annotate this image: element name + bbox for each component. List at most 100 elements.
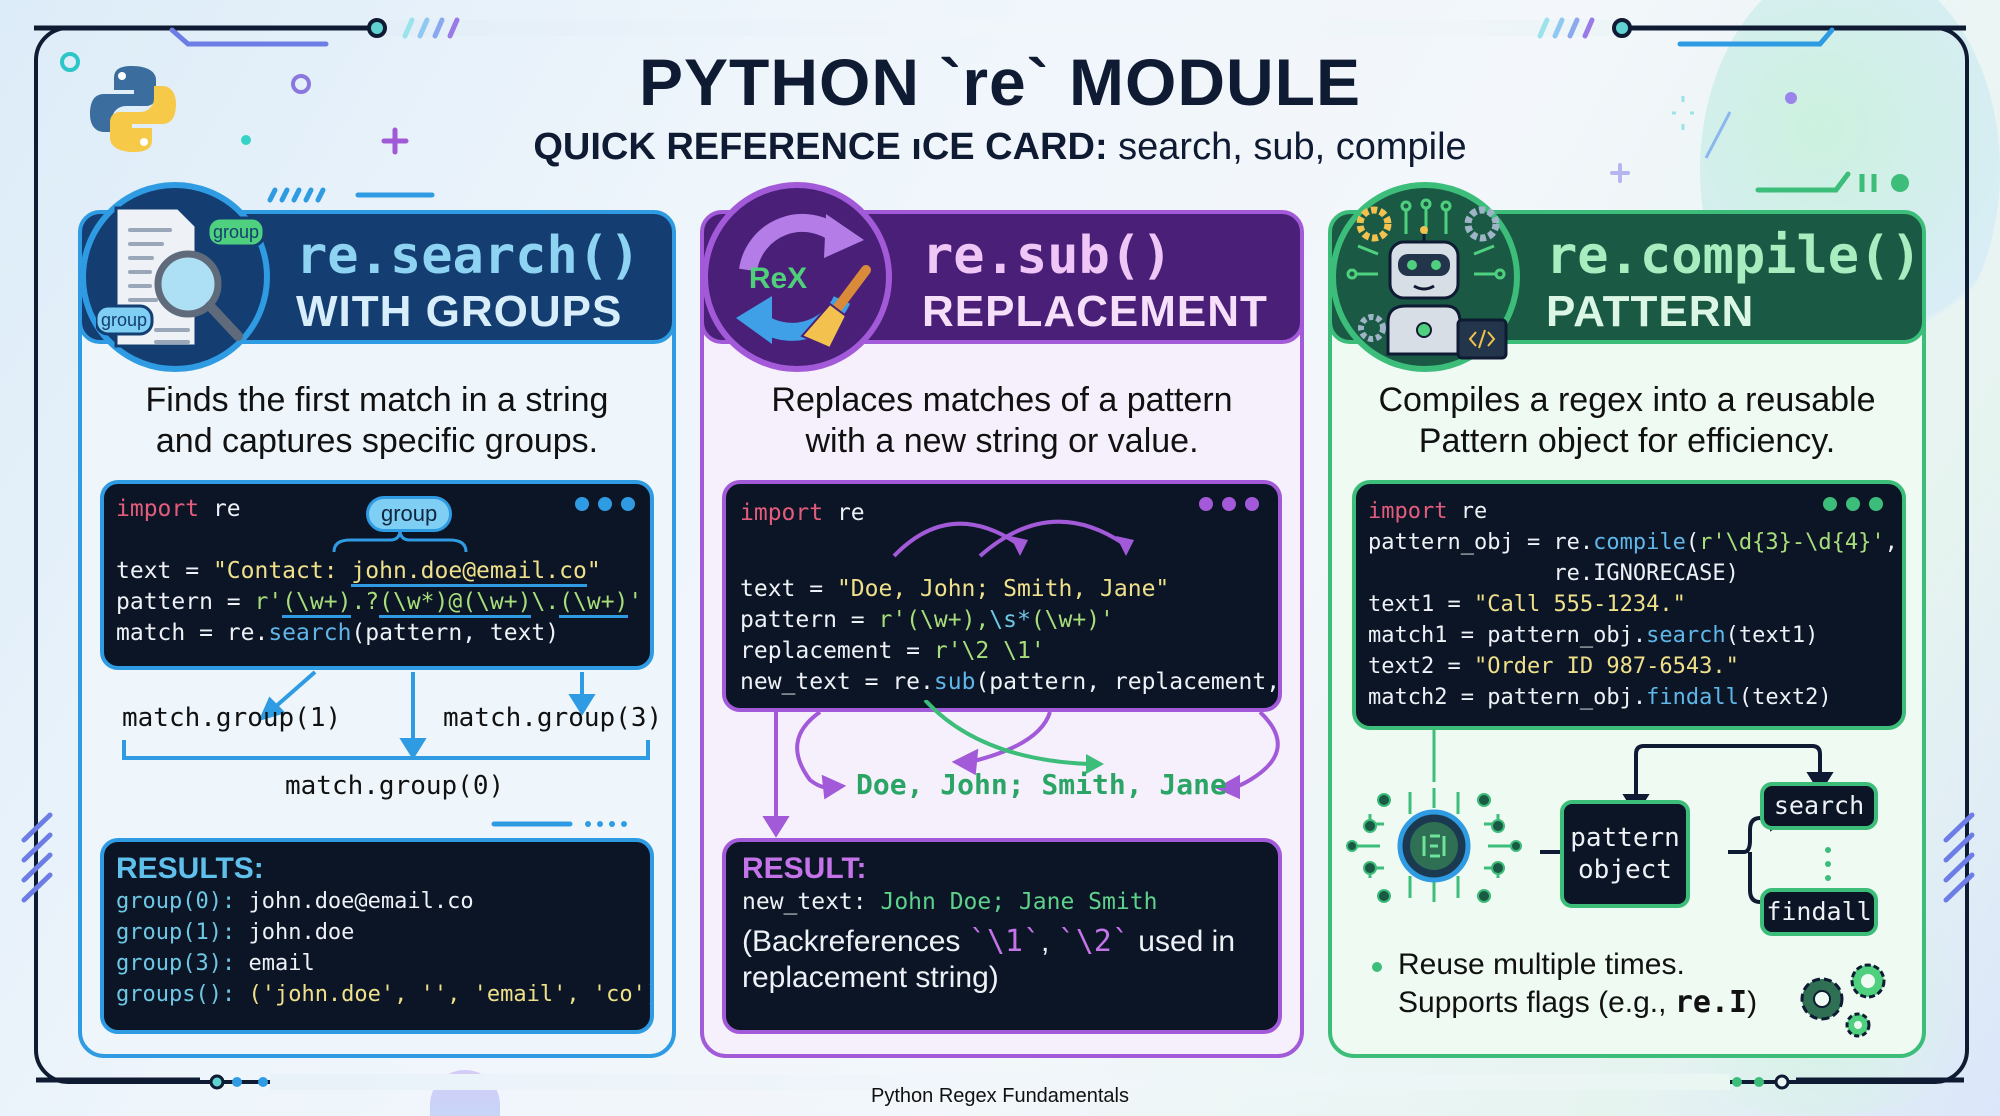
code-keyword: import bbox=[116, 496, 200, 522]
code-line: match2 = pattern_obj.findall(text2) bbox=[1368, 682, 1890, 713]
code-line: new_text = re.sub(pattern, replacement, bbox=[740, 667, 1278, 698]
code-string: "Call 555-1234." bbox=[1473, 592, 1686, 617]
card-sub-subtitle: REPLACEMENT bbox=[922, 287, 1268, 336]
code-text: ( bbox=[1685, 530, 1700, 555]
result-value: john.doe bbox=[235, 920, 355, 945]
python-logo-icon bbox=[90, 66, 176, 152]
result-key: group(1): bbox=[116, 920, 236, 945]
code-line: import re bbox=[1368, 496, 1890, 527]
code-line: import re bbox=[740, 498, 1264, 529]
window-dots bbox=[1814, 496, 1883, 515]
result-value: john.doe@email.co bbox=[235, 889, 474, 914]
swap-arcs-arrows bbox=[892, 519, 1134, 558]
result-row: new_text: John Doe; Jane Smith bbox=[742, 886, 1262, 918]
code-line: match1 = pattern_obj.search(text1) bbox=[1368, 620, 1890, 651]
pattern-object-label: object bbox=[1578, 855, 1672, 885]
result-key: groups(): bbox=[116, 982, 236, 1007]
code-regex: (\w+)' bbox=[1030, 607, 1114, 633]
result-key: group(3): bbox=[116, 951, 236, 976]
card-sub-result: RESULT: new_text: John Doe; Jane Smith (… bbox=[722, 838, 1282, 1034]
match-group-3-label: match.group(3) bbox=[443, 703, 663, 733]
code-regex: r' bbox=[254, 589, 283, 615]
result-value: ('john.doe', '', 'email', 'co') bbox=[235, 982, 654, 1007]
bullet-icon bbox=[1372, 962, 1382, 972]
code-line: pattern = r'(\w+).?(\w*)@(\w+)\.(\w+)' bbox=[116, 587, 642, 618]
icon-group-label: group bbox=[213, 222, 259, 242]
code-line: replacement = r'\2 \1' bbox=[740, 636, 1264, 667]
code-text: re bbox=[1447, 499, 1488, 524]
result-row: groups(): ('john.doe', '', 'email', 'co'… bbox=[116, 979, 650, 1010]
description-line: and captures specific groups. bbox=[155, 422, 599, 460]
gears-icon bbox=[1800, 963, 1886, 1038]
code-line: text2 = "Order ID 987-6543." bbox=[1368, 651, 1890, 682]
compile-note: Reuse multiple times. Supports flags (e.… bbox=[1398, 946, 1757, 1022]
description-line: Pattern object for efficiency. bbox=[1418, 422, 1836, 460]
card-sub-code-block: import re text = "Doe, John; Smith, Jane… bbox=[722, 480, 1282, 712]
code-line: import re bbox=[116, 494, 638, 525]
code-function: search bbox=[268, 620, 352, 646]
code-regex-group-1: (\w+) bbox=[282, 589, 352, 618]
code-text: text1 = bbox=[1368, 592, 1474, 617]
group-brace bbox=[332, 529, 468, 553]
code-string: "Order ID 987-6543." bbox=[1473, 654, 1739, 679]
card-sub-description: Replaces matches of a pattern with a new… bbox=[702, 380, 1302, 462]
code-text: text = bbox=[116, 558, 213, 584]
code-line: text1 = "Call 555-1234." bbox=[1368, 589, 1890, 620]
code-regex: \. bbox=[531, 589, 560, 615]
pattern-object-label: pattern bbox=[1570, 823, 1680, 853]
window-dots bbox=[1190, 496, 1259, 515]
frame-gap bbox=[380, 20, 1620, 36]
magnifier-document-icon: group group bbox=[96, 206, 266, 348]
code-text: match2 = pattern_obj. bbox=[1368, 685, 1647, 710]
code-regex: ' bbox=[1030, 638, 1045, 664]
robot-circuit-icon bbox=[1346, 198, 1508, 360]
card-search-function: re.search() bbox=[296, 226, 641, 286]
card-compile-description: Compiles a regex into a reusable Pattern… bbox=[1330, 380, 1924, 462]
result-value: email bbox=[235, 951, 315, 976]
code-backreference: \2 \1 bbox=[961, 638, 1031, 664]
note-text: replacement string) bbox=[742, 961, 999, 994]
code-text: (pattern, text) bbox=[351, 620, 560, 646]
code-keyword: import bbox=[1368, 499, 1448, 524]
code-text: (text1) bbox=[1725, 623, 1819, 648]
code-function: sub bbox=[933, 669, 976, 695]
code-string-email: john.doe@email.co bbox=[351, 558, 587, 587]
code-function: findall bbox=[1646, 685, 1739, 710]
code-text: , bbox=[1884, 530, 1898, 555]
group-arrows bbox=[122, 670, 650, 760]
result-row: group(3): email bbox=[116, 948, 638, 979]
sub-diagram-text: Doe, John; Smith, Jane bbox=[856, 768, 1227, 801]
note-text: ) bbox=[1747, 986, 1758, 1019]
result-value: John Doe; Jane Smith bbox=[866, 889, 1158, 915]
description-line: Replaces matches of a pattern bbox=[771, 381, 1233, 419]
method-search-box: search bbox=[1760, 782, 1878, 830]
method-findall-box: findall bbox=[1760, 888, 1878, 936]
subtitle-bold: QUICK REFERENCE ıCE CARD: bbox=[533, 126, 1108, 168]
sub-flow-arrows bbox=[762, 700, 1280, 838]
card-search-description: Finds the first match in a string and ca… bbox=[80, 380, 674, 462]
code-text: new_text = re. bbox=[740, 669, 934, 695]
card-compile-subtitle: PATTERN bbox=[1546, 287, 1755, 336]
result-key: group(0): bbox=[116, 889, 236, 914]
code-line: text = "Doe, John; Smith, Jane" bbox=[740, 574, 1264, 605]
code-regex: r' bbox=[933, 638, 962, 664]
note-backref: `\2` bbox=[1057, 924, 1130, 959]
result-key: new_text: bbox=[742, 889, 867, 915]
description-line: Finds the first match in a string bbox=[145, 381, 609, 419]
note-text: used in bbox=[1129, 925, 1236, 958]
rex-label: ReX bbox=[749, 262, 807, 295]
note-line: Reuse multiple times. bbox=[1398, 948, 1685, 981]
code-regex: r'\d{3}-\d{4}' bbox=[1699, 530, 1885, 555]
note-line: Supports flags (e.g., re.I) bbox=[1398, 984, 1757, 1022]
pattern-object-box: pattern object bbox=[1560, 800, 1690, 908]
result-title: RESULT: bbox=[742, 852, 867, 885]
code-function: compile bbox=[1593, 530, 1686, 555]
frame-gap bbox=[270, 1074, 1730, 1090]
code-string: " bbox=[212, 558, 227, 584]
result-row: group(1): john.doe bbox=[116, 917, 638, 948]
code-text: pattern = bbox=[116, 589, 255, 615]
subtitle-rest: search, sub, compile bbox=[1107, 126, 1467, 168]
footer-caption: Python Regex Fundamentals bbox=[871, 1085, 1129, 1107]
code-function: search bbox=[1646, 623, 1726, 648]
page-subtitle: QUICK REFERENCE ıCE CARD: search, sub, c… bbox=[0, 124, 2000, 170]
